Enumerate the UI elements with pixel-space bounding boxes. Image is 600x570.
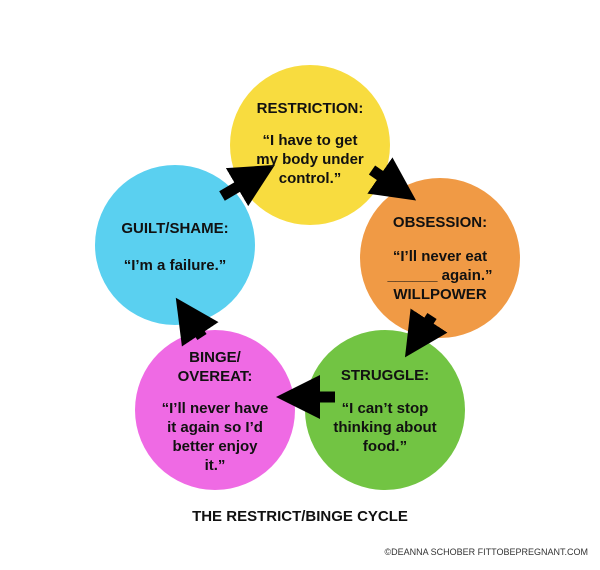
guilt-circle bbox=[95, 165, 255, 325]
restriction-quote-3: control.” bbox=[279, 170, 342, 187]
restriction-quote-2: my body under bbox=[256, 151, 364, 168]
arrow-restriction-to-obsession bbox=[367, 157, 417, 201]
arrow-guilt-to-restriction bbox=[219, 164, 275, 207]
copyright-credit: ©DEANNA SCHOBER FITTOBEPREGNANT.COM bbox=[384, 547, 589, 557]
struggle-quote-2: thinking about bbox=[333, 419, 436, 436]
arrow-obsession-to-struggle bbox=[404, 308, 448, 358]
obsession-quote-2: ______ again.” bbox=[386, 267, 492, 284]
binge-quote-2: it again so I’d bbox=[167, 419, 263, 436]
obsession-title: OBSESSION: bbox=[393, 214, 487, 231]
obsession-circle bbox=[360, 178, 520, 338]
restriction-quote-1: “I have to get bbox=[262, 132, 357, 149]
binge-title-1: BINGE/ bbox=[189, 349, 242, 366]
guilt-quote: “I’m a failure.” bbox=[124, 257, 227, 274]
obsession-willpower: WILLPOWER bbox=[393, 286, 486, 303]
struggle-circle bbox=[305, 330, 465, 490]
diagram-caption: THE RESTRICT/BINGE CYCLE bbox=[192, 508, 408, 525]
guilt-title: GUILT/SHAME: bbox=[121, 220, 228, 237]
struggle-quote-3: food.” bbox=[363, 438, 407, 455]
binge-quote-4: it.” bbox=[205, 457, 226, 474]
binge-title-2: OVEREAT: bbox=[178, 368, 253, 385]
struggle-quote-1: “I can’t stop bbox=[342, 400, 429, 417]
arrow-binge-to-guilt bbox=[175, 297, 219, 347]
binge-quote-1: “I’ll never have bbox=[162, 400, 269, 417]
binge-circle bbox=[135, 330, 295, 490]
obsession-quote-1: “I’ll never eat bbox=[393, 248, 487, 265]
struggle-title: STRUGGLE: bbox=[341, 367, 429, 384]
binge-quote-3: better enjoy bbox=[172, 438, 258, 455]
restriction-title: RESTRICTION: bbox=[257, 100, 364, 117]
